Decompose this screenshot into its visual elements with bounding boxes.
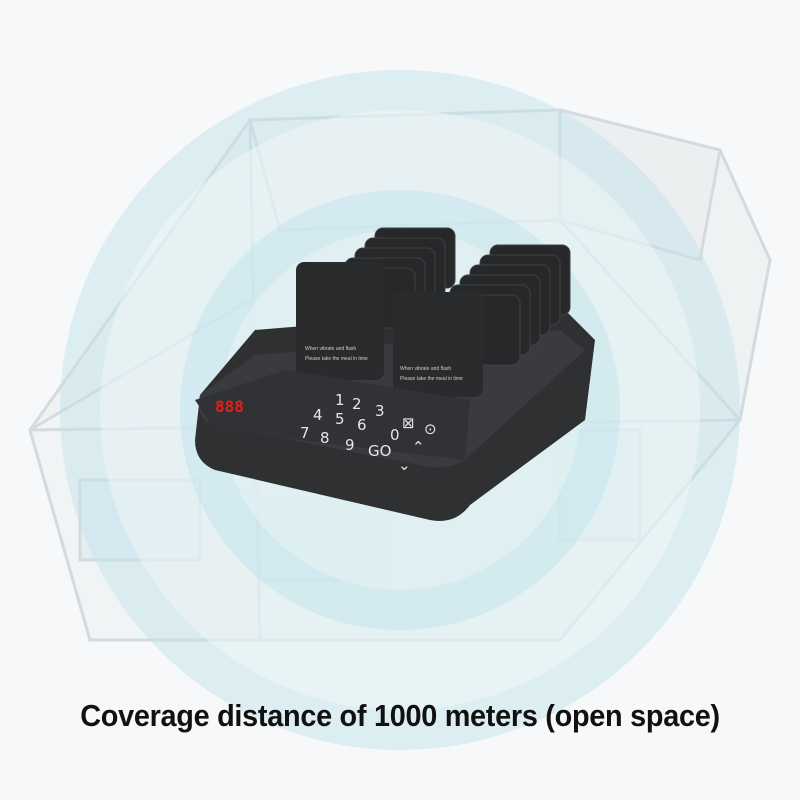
- pager-text: Please take the meal in time: [305, 356, 368, 362]
- key-3[interactable]: 3: [375, 402, 385, 420]
- key-2[interactable]: 2: [352, 395, 362, 413]
- key-0[interactable]: 0: [390, 426, 400, 444]
- pager-left: When vibrate and flash Please take the m…: [296, 262, 384, 380]
- pager-text: When vibrate and flash: [305, 346, 356, 352]
- key-7[interactable]: 7: [300, 424, 310, 442]
- pager-right: When vibrate and flash Please take the m…: [393, 292, 483, 397]
- caption: Coverage distance of 1000 meters (open s…: [80, 698, 720, 733]
- down-arrow-key-icon[interactable]: ⌄: [398, 456, 411, 474]
- key-9[interactable]: 9: [345, 436, 355, 454]
- key-4[interactable]: 4: [313, 406, 323, 424]
- number-display: 888: [215, 397, 244, 416]
- key-8[interactable]: 8: [320, 429, 330, 447]
- key-5[interactable]: 5: [335, 410, 345, 428]
- settings-key-icon[interactable]: ⊙: [424, 420, 437, 438]
- pager-text: When vibrate and flash: [400, 366, 451, 372]
- key-go[interactable]: GO: [368, 442, 391, 460]
- key-1[interactable]: 1: [335, 391, 345, 409]
- up-arrow-key-icon[interactable]: ⌃: [412, 438, 425, 456]
- key-6[interactable]: 6: [357, 416, 367, 434]
- keypad: 1 2 3 4 5 6 7 8 9 0 GO ⊠ ⊙ ⌃ ⌄: [300, 391, 437, 474]
- cancel-key-icon[interactable]: ⊠: [402, 414, 415, 432]
- pager-charging-base: When vibrate and flash Please take the m…: [195, 227, 595, 521]
- pager-text: Please take the meal in time: [400, 376, 463, 382]
